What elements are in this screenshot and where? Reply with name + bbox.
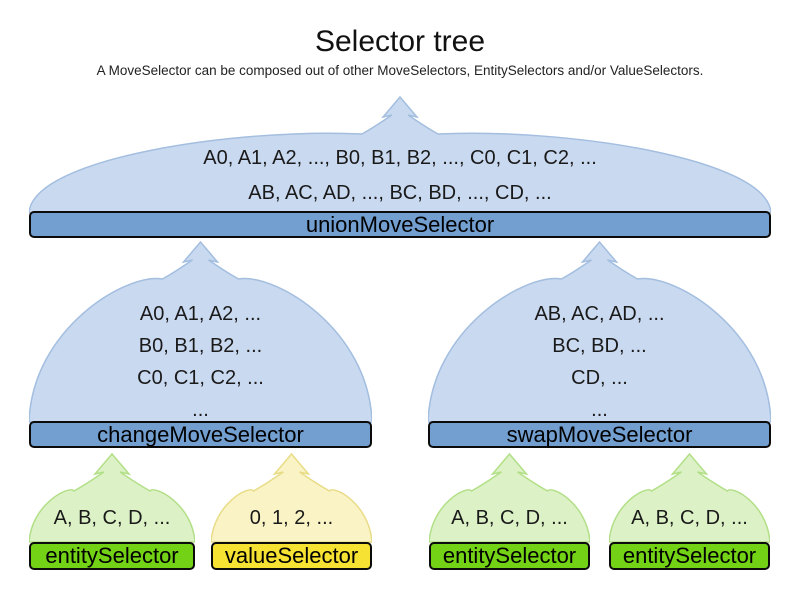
selection-line: 0, 1, 2, ...	[249, 507, 334, 529]
value-selector-bar: valueSelector	[211, 542, 372, 570]
selection-list: AB, AC, AD, ... BC, BD, ... CD, ... ...	[428, 298, 771, 426]
change-move-selector-bar: changeMoveSelector	[29, 421, 372, 448]
selection-line: C0, C1, C2, ...	[137, 367, 264, 389]
selection-list: A, B, C, D, ...	[429, 506, 590, 530]
funnel-arrow-icon	[211, 453, 372, 543]
selection-line: BC, BD, ...	[552, 335, 647, 357]
node-change-move-selector: A0, A1, A2, ... B0, B1, B2, ... C0, C1, …	[29, 241, 372, 448]
selection-line: B0, B1, B2, ...	[138, 335, 263, 357]
entity-selector-bar: entitySelector	[429, 542, 590, 570]
node-entity-selector-1: A, B, C, D, ... entitySelector	[29, 453, 195, 570]
selection-line: AB, AC, AD, ..., BC, BD, ..., CD, ...	[248, 182, 552, 204]
node-entity-selector-3: A, B, C, D, ... entitySelector	[609, 453, 770, 570]
node-union-move-selector: A0, A1, A2, ..., B0, B1, B2, ..., C0, C1…	[29, 96, 771, 238]
funnel-arrow-icon	[429, 453, 590, 543]
selection-list: A0, A1, A2, ..., B0, B1, B2, ..., C0, C1…	[29, 141, 771, 211]
selection-line: A0, A1, A2, ..., B0, B1, B2, ..., C0, C1…	[203, 147, 597, 169]
funnel-arrow-icon	[29, 96, 771, 214]
entity-selector-bar: entitySelector	[609, 542, 770, 570]
selection-line: CD, ...	[571, 367, 628, 389]
selection-line: A0, A1, A2, ...	[139, 303, 262, 325]
selection-line: A, B, C, D, ...	[53, 507, 171, 529]
funnel-arrow-icon	[428, 241, 771, 423]
funnel-arrow-icon	[609, 453, 770, 543]
union-move-selector-bar: unionMoveSelector	[29, 211, 771, 238]
node-value-selector-1: 0, 1, 2, ... valueSelector	[211, 453, 372, 570]
selection-list: A, B, C, D, ...	[29, 506, 195, 530]
selection-line: AB, AC, AD, ...	[534, 303, 665, 325]
node-swap-move-selector: AB, AC, AD, ... BC, BD, ... CD, ... ... …	[428, 241, 771, 448]
selection-list: A0, A1, A2, ... B0, B1, B2, ... C0, C1, …	[29, 298, 372, 426]
page-subtitle: A MoveSelector can be composed out of ot…	[96, 63, 704, 78]
funnel-arrow-icon	[29, 453, 195, 543]
page-title: Selector tree	[314, 25, 486, 58]
selection-line: ...	[591, 399, 608, 421]
selection-line: ...	[192, 399, 209, 421]
selection-line: A, B, C, D, ...	[631, 507, 748, 529]
node-entity-selector-2: A, B, C, D, ... entitySelector	[429, 453, 590, 570]
selection-list: A, B, C, D, ...	[609, 506, 770, 530]
funnel-arrow-icon	[29, 241, 372, 423]
swap-move-selector-bar: swapMoveSelector	[428, 421, 771, 448]
entity-selector-bar: entitySelector	[29, 542, 195, 570]
selection-line: A, B, C, D, ...	[451, 507, 568, 529]
selection-list: 0, 1, 2, ...	[211, 506, 372, 530]
